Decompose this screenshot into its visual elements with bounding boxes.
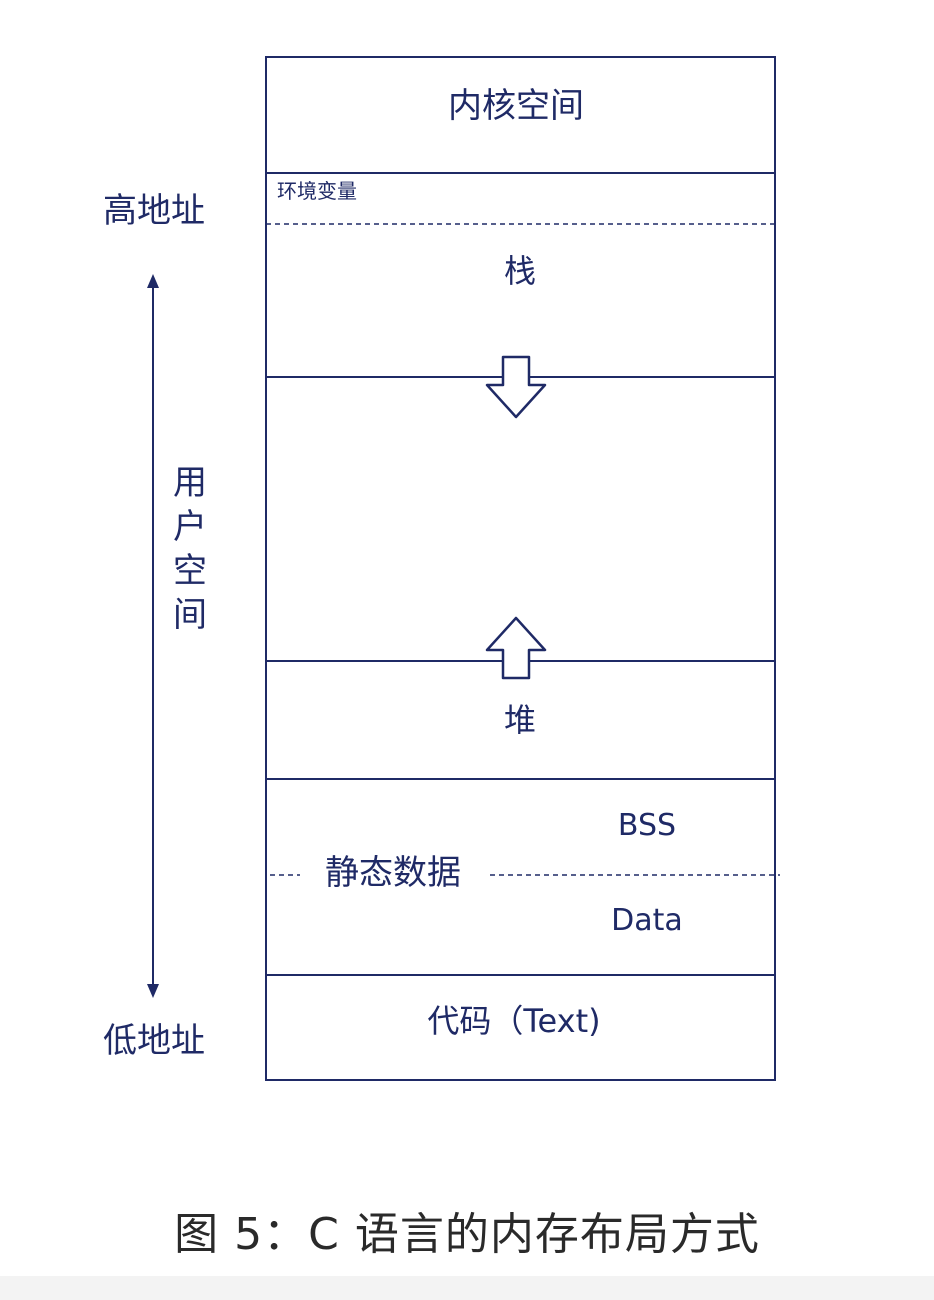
figure-caption: 图 5：C 语言的内存布局方式	[174, 1209, 760, 1260]
address-down-arrow-icon	[147, 984, 159, 998]
bss-label: BSS	[618, 808, 676, 843]
high-address-label: 高地址	[103, 191, 205, 231]
data-segment-label: Data	[611, 903, 683, 938]
stack-label: 栈	[504, 252, 536, 290]
address-up-arrow-icon	[147, 274, 159, 288]
memory-box	[265, 56, 776, 1081]
heap-label: 堆	[504, 701, 536, 739]
bottom-band	[0, 1276, 934, 1300]
env-vars-label: 环境变量	[277, 179, 357, 203]
user-space-char: 空	[173, 551, 207, 591]
low-address-label: 低地址	[103, 1021, 205, 1061]
user-space-char: 用	[173, 463, 207, 503]
stack-growth-arrow-icon	[485, 355, 547, 419]
code-text-label: 代码（Text)	[427, 1002, 600, 1040]
heap-growth-arrow-icon	[485, 616, 547, 680]
user-space-char: 户	[173, 507, 207, 547]
kernel-space-label: 内核空间	[448, 86, 584, 126]
static-data-label: 静态数据	[325, 853, 461, 893]
user-space-char: 间	[173, 595, 207, 635]
user-space-label: 用户空间	[173, 463, 207, 635]
